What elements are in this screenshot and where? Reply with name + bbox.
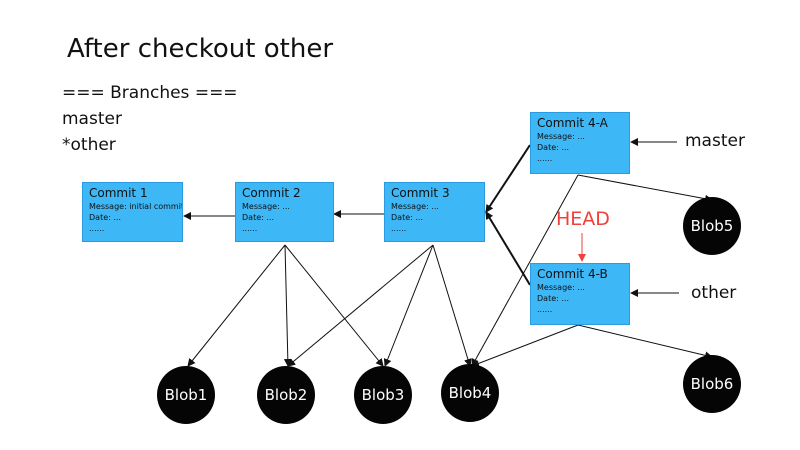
commit-message: Message: ...	[391, 202, 439, 211]
blob-node-1: Blob1	[157, 366, 215, 424]
edge-commit3-blob3	[383, 244, 434, 367]
ref-label-master: master	[685, 131, 745, 151]
commit-message: Message: ...	[537, 283, 585, 292]
commit-extra: ......	[242, 224, 258, 233]
edge-commit4b-blob6	[577, 324, 713, 360]
ref-label-other: other	[691, 283, 737, 303]
blob-node-2: Blob2	[257, 366, 315, 424]
head-label: HEAD	[556, 208, 610, 230]
commit-message: Message: ...	[537, 132, 585, 141]
edge-commit4a-blob4	[471, 174, 579, 367]
commit-node-4a: Commit 4-A Message: ... Date: ... ......	[530, 112, 630, 174]
edge-commit2-blob3	[284, 244, 384, 367]
commit-date: Date: ...	[89, 213, 121, 222]
blob-node-5: Blob5	[683, 197, 741, 255]
edge-commit4a-commit3	[485, 144, 531, 213]
blob-node-3: Blob3	[354, 366, 412, 424]
edge-commit2-blob2	[283, 244, 292, 367]
commit-node-2: Commit 2 Message: ... Date: ... ......	[235, 182, 334, 242]
commit-node-1: Commit 1 Message: initial commit Date: .…	[82, 182, 183, 242]
commit-title: Commit 2	[242, 186, 301, 200]
page-title: After checkout other	[67, 34, 334, 64]
edge-commit3-blob4	[432, 244, 472, 367]
branch-list: === Branches === master *other	[62, 80, 238, 158]
commit-message: Message: initial commit	[89, 202, 183, 211]
edge-commit4b-blob4	[471, 324, 579, 368]
commit-date: Date: ...	[537, 143, 569, 152]
commit-extra: ......	[537, 305, 553, 314]
edge-commit3-blob2	[287, 244, 434, 367]
commit-title: Commit 4-A	[537, 116, 608, 130]
commit-extra: ......	[537, 154, 553, 163]
blob-node-4: Blob4	[441, 364, 499, 422]
commit-extra: ......	[89, 224, 105, 233]
commit-date: Date: ...	[242, 213, 274, 222]
commit-title: Commit 3	[391, 186, 450, 200]
branch-item-other: *other	[62, 135, 116, 155]
commit-message: Message: ...	[242, 202, 290, 211]
edge-commit4a-blob5	[577, 174, 713, 203]
commit-node-4b: Commit 4-B Message: ... Date: ... ......	[530, 263, 630, 325]
commit-extra: ......	[391, 224, 407, 233]
edge-commit4b-commit3	[485, 211, 531, 286]
branch-item-master: master	[62, 109, 122, 129]
edge-commit2-blob1	[187, 244, 286, 367]
blob-node-6: Blob6	[683, 355, 741, 413]
commit-node-3: Commit 3 Message: ... Date: ... ......	[384, 182, 485, 242]
commit-title: Commit 4-B	[537, 267, 608, 281]
branch-list-header: === Branches ===	[62, 83, 238, 103]
commit-title: Commit 1	[89, 186, 148, 200]
commit-date: Date: ...	[391, 213, 423, 222]
commit-date: Date: ...	[537, 294, 569, 303]
